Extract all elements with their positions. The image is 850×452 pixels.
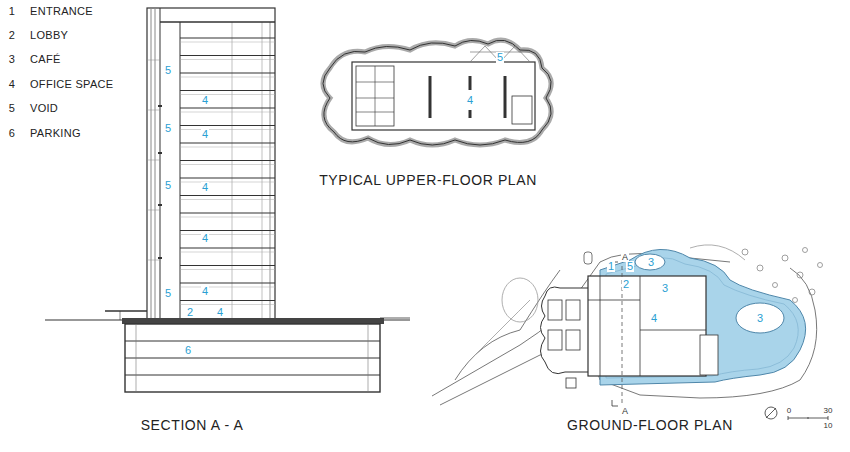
callout-number: 5: [496, 52, 504, 63]
callout-number: 3: [661, 283, 669, 294]
drawing-title: SECTION A - A: [141, 418, 244, 432]
scale-number: 0: [787, 407, 791, 415]
callout-number: 3: [647, 257, 655, 268]
drawing-title: TYPICAL UPPER-FLOOR PLAN: [319, 173, 537, 187]
scale-number: 30: [824, 407, 833, 415]
callout-number: 2: [186, 307, 194, 318]
callout-number: 4: [201, 286, 209, 297]
section-mark: A: [621, 407, 629, 416]
drawing-title: GROUND-FLOOR PLAN: [567, 418, 733, 432]
legend-number: 4: [9, 79, 15, 90]
legend-text: OFFICE SPACE: [30, 79, 113, 90]
legend-text: PARKING: [30, 128, 81, 139]
legend-number: 2: [9, 30, 15, 41]
legend-number: 6: [9, 128, 15, 139]
callout-number: 4: [650, 313, 658, 324]
legend-text: CAFÉ: [30, 54, 61, 65]
callout-number: 4: [201, 95, 209, 106]
callout-number: 2: [622, 279, 630, 290]
legend-text: VOID: [30, 103, 58, 114]
legend-number: 1: [9, 6, 15, 17]
callout-number: 3: [756, 313, 764, 324]
callout-number: 4: [201, 182, 209, 193]
legend-text: ENTRANCE: [30, 6, 93, 17]
scale-number: 10: [824, 422, 833, 430]
callout-number: 4: [216, 307, 224, 318]
callout-number: 1: [607, 261, 615, 272]
legend-number: 5: [9, 103, 15, 114]
callout-number: 5: [626, 261, 634, 272]
callout-number: 5: [164, 65, 172, 76]
callout-number: 6: [184, 345, 192, 356]
legend-number: 3: [9, 54, 15, 65]
callout-number: 5: [164, 288, 172, 299]
callout-number: 4: [466, 95, 474, 106]
callout-number: 5: [164, 123, 172, 134]
callout-number: 5: [164, 180, 172, 191]
legend-text: LOBBY: [30, 30, 68, 41]
callout-number: 4: [201, 129, 209, 140]
callout-number: 4: [201, 233, 209, 244]
